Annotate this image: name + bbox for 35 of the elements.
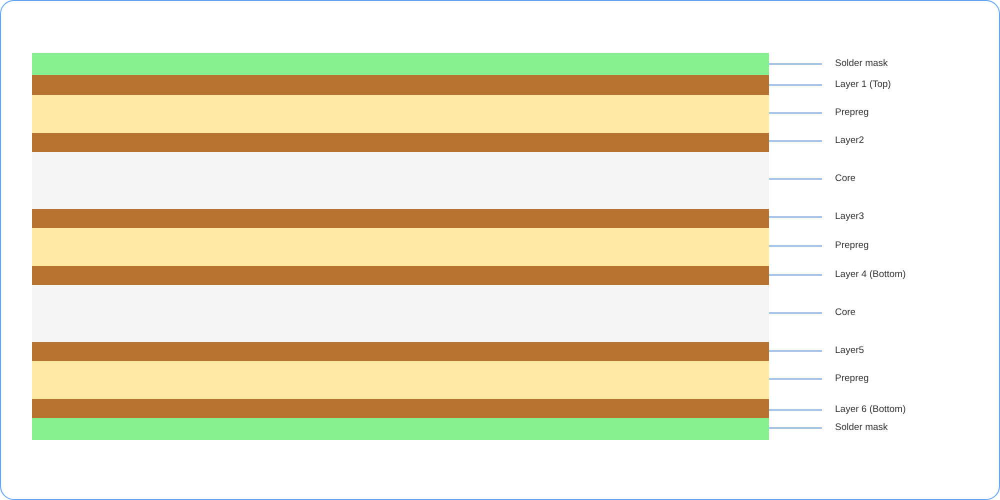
leader-line bbox=[768, 178, 822, 180]
copper-layer bbox=[32, 209, 769, 228]
prepreg-layer bbox=[32, 95, 769, 133]
layer-label: Core bbox=[835, 306, 856, 320]
leader-line bbox=[768, 350, 822, 352]
leader-line bbox=[768, 378, 822, 380]
copper-layer bbox=[32, 266, 769, 285]
layer-label: Solder mask bbox=[835, 57, 888, 71]
core-layer bbox=[32, 285, 769, 342]
layer-label: Layer2 bbox=[835, 134, 864, 148]
prepreg-layer bbox=[32, 228, 769, 266]
layer-label: Prepreg bbox=[835, 106, 869, 120]
leader-line bbox=[768, 216, 822, 218]
layer-label: Core bbox=[835, 172, 856, 186]
layer-label: Solder mask bbox=[835, 421, 888, 435]
layer-label: Layer3 bbox=[835, 210, 864, 224]
copper-layer bbox=[32, 75, 769, 95]
core-layer bbox=[32, 152, 769, 209]
leader-line bbox=[768, 274, 822, 276]
prepreg-layer bbox=[32, 361, 769, 399]
layer-label: Prepreg bbox=[835, 239, 869, 253]
layer-label: Layer 4 (Bottom) bbox=[835, 268, 906, 282]
layer-label: Prepreg bbox=[835, 372, 869, 386]
leader-line bbox=[768, 112, 822, 114]
solder-mask-layer bbox=[32, 53, 769, 75]
copper-layer bbox=[32, 399, 769, 418]
solder-mask-layer bbox=[32, 418, 769, 440]
leader-line bbox=[768, 84, 822, 86]
leader-line bbox=[768, 140, 822, 142]
leader-line bbox=[768, 312, 822, 314]
layer-label: Layer 1 (Top) bbox=[835, 78, 891, 92]
copper-layer bbox=[32, 133, 769, 152]
copper-layer bbox=[32, 342, 769, 361]
layer-label: Layer 6 (Bottom) bbox=[835, 403, 906, 417]
layer-label: Layer5 bbox=[835, 344, 864, 358]
